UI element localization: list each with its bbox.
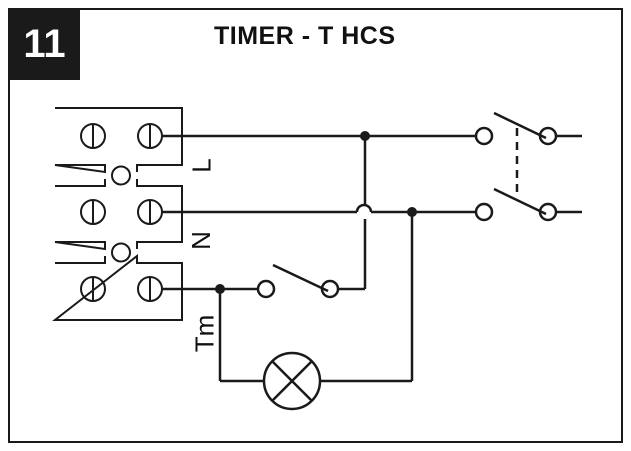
screw-n-left — [80, 199, 106, 225]
terminal-tm-housing — [52, 253, 183, 321]
step-number-badge: 11 — [9, 9, 80, 80]
terminal-n-housing — [54, 179, 183, 251]
screw-tm-left — [80, 276, 106, 302]
wires — [162, 134, 476, 383]
isolator-contact-l-in — [474, 126, 494, 146]
lamp-cross-b — [271, 360, 313, 402]
timer-switch-contact-left — [256, 279, 276, 299]
main-isolator-switch — [474, 111, 582, 222]
junction-tm — [215, 284, 225, 294]
screw-n-right — [137, 199, 163, 225]
screw-l-right — [137, 123, 163, 149]
junction-n — [407, 207, 417, 217]
screw-tm-right — [137, 276, 163, 302]
isolator-blade-l — [493, 111, 547, 140]
isolator-contact-n-in — [474, 202, 494, 222]
terminal-label-l: L — [186, 158, 217, 173]
lamp-symbol — [262, 351, 322, 411]
terminal-label-tm: Tm — [189, 314, 220, 353]
diagram-title: TIMER - T HCS — [214, 22, 396, 50]
junction-l — [360, 131, 370, 141]
terminal-label-n: N — [185, 231, 216, 250]
screw-l-left — [80, 123, 106, 149]
link-ring-2 — [111, 242, 131, 263]
junctions — [215, 131, 417, 294]
timer-switch — [256, 263, 340, 299]
link-ring-1 — [111, 165, 131, 186]
terminal-l-housing — [54, 107, 183, 174]
timer-switch-blade — [272, 263, 329, 293]
isolator-blade-n — [493, 187, 547, 216]
wire-crossover-hop — [355, 203, 373, 213]
diagram-frame — [8, 8, 623, 443]
